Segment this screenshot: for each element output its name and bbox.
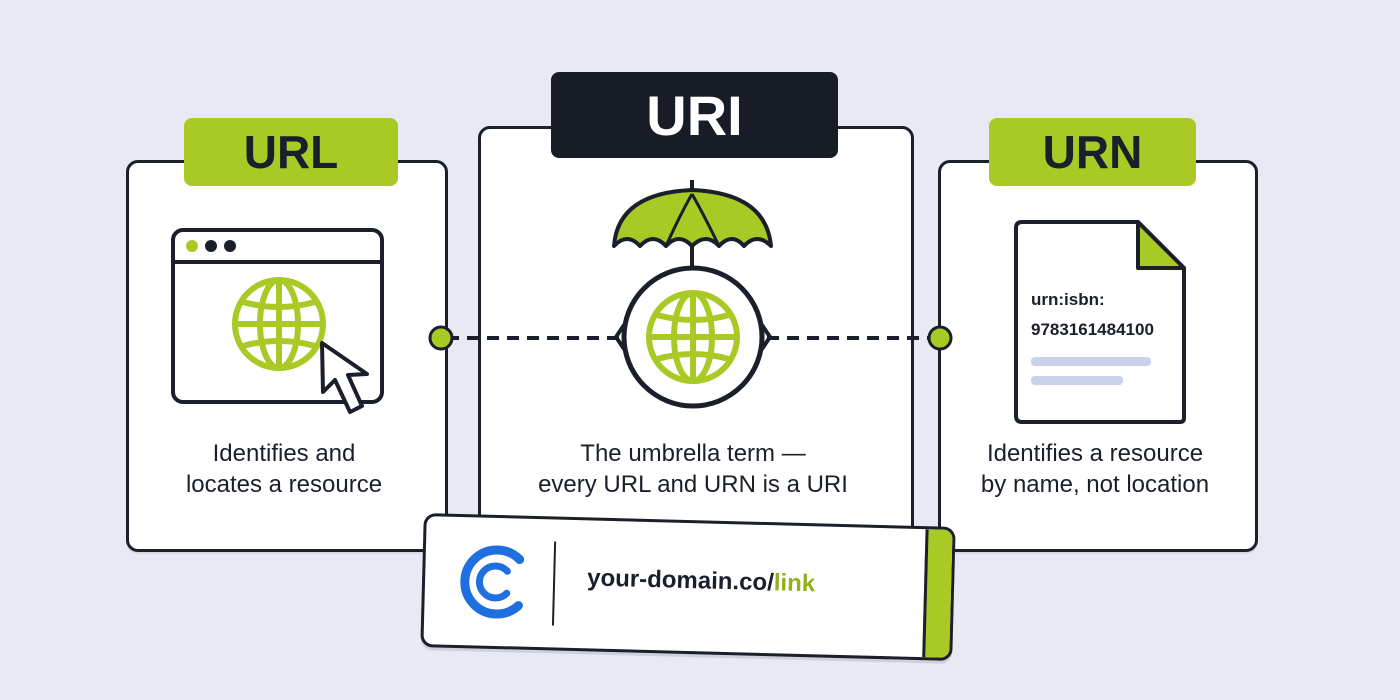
globe-icon — [646, 290, 740, 384]
connector-right-node — [927, 325, 953, 351]
c-logo-icon — [460, 545, 525, 619]
umbrella-icon — [612, 180, 773, 268]
uri-tag: URI — [551, 72, 838, 158]
urn-tag: URN — [989, 118, 1196, 186]
connector-left-node — [428, 325, 454, 351]
url-description-line-2: locates a resource — [185, 471, 383, 498]
url-description: Identifies and locates a resource — [126, 438, 442, 500]
url-tag: URL — [184, 118, 398, 186]
short-link-text[interactable]: your-domain.co/link — [587, 564, 816, 598]
urn-description-line-1: Identifies a resource — [986, 440, 1204, 467]
short-link-domain: your-domain.co/ — [586, 564, 775, 597]
uri-description: The umbrella term — every URL and URN is… — [478, 438, 908, 500]
urn-description: Identifies a resource by name, not locat… — [938, 438, 1252, 500]
uri-description-line-1: The umbrella term — — [580, 440, 806, 467]
urn-doc-line-1: urn:isbn: — [1031, 290, 1105, 309]
cursor-icon — [320, 341, 369, 414]
urn-description-line-2: by name, not location — [980, 471, 1210, 498]
url-description-line-1: Identifies and — [212, 440, 356, 467]
short-link-path: link — [773, 569, 816, 598]
domain-divider — [551, 541, 557, 626]
globe-icon — [232, 277, 326, 371]
document-icon — [1014, 220, 1186, 424]
domain-accent-bar — [922, 529, 953, 658]
domain-card: your-domain.co/link — [420, 513, 956, 661]
uri-description-line-2: every URL and URN is a URI — [538, 471, 848, 498]
urn-doc-line-2: 9783161484100 — [1031, 320, 1154, 339]
